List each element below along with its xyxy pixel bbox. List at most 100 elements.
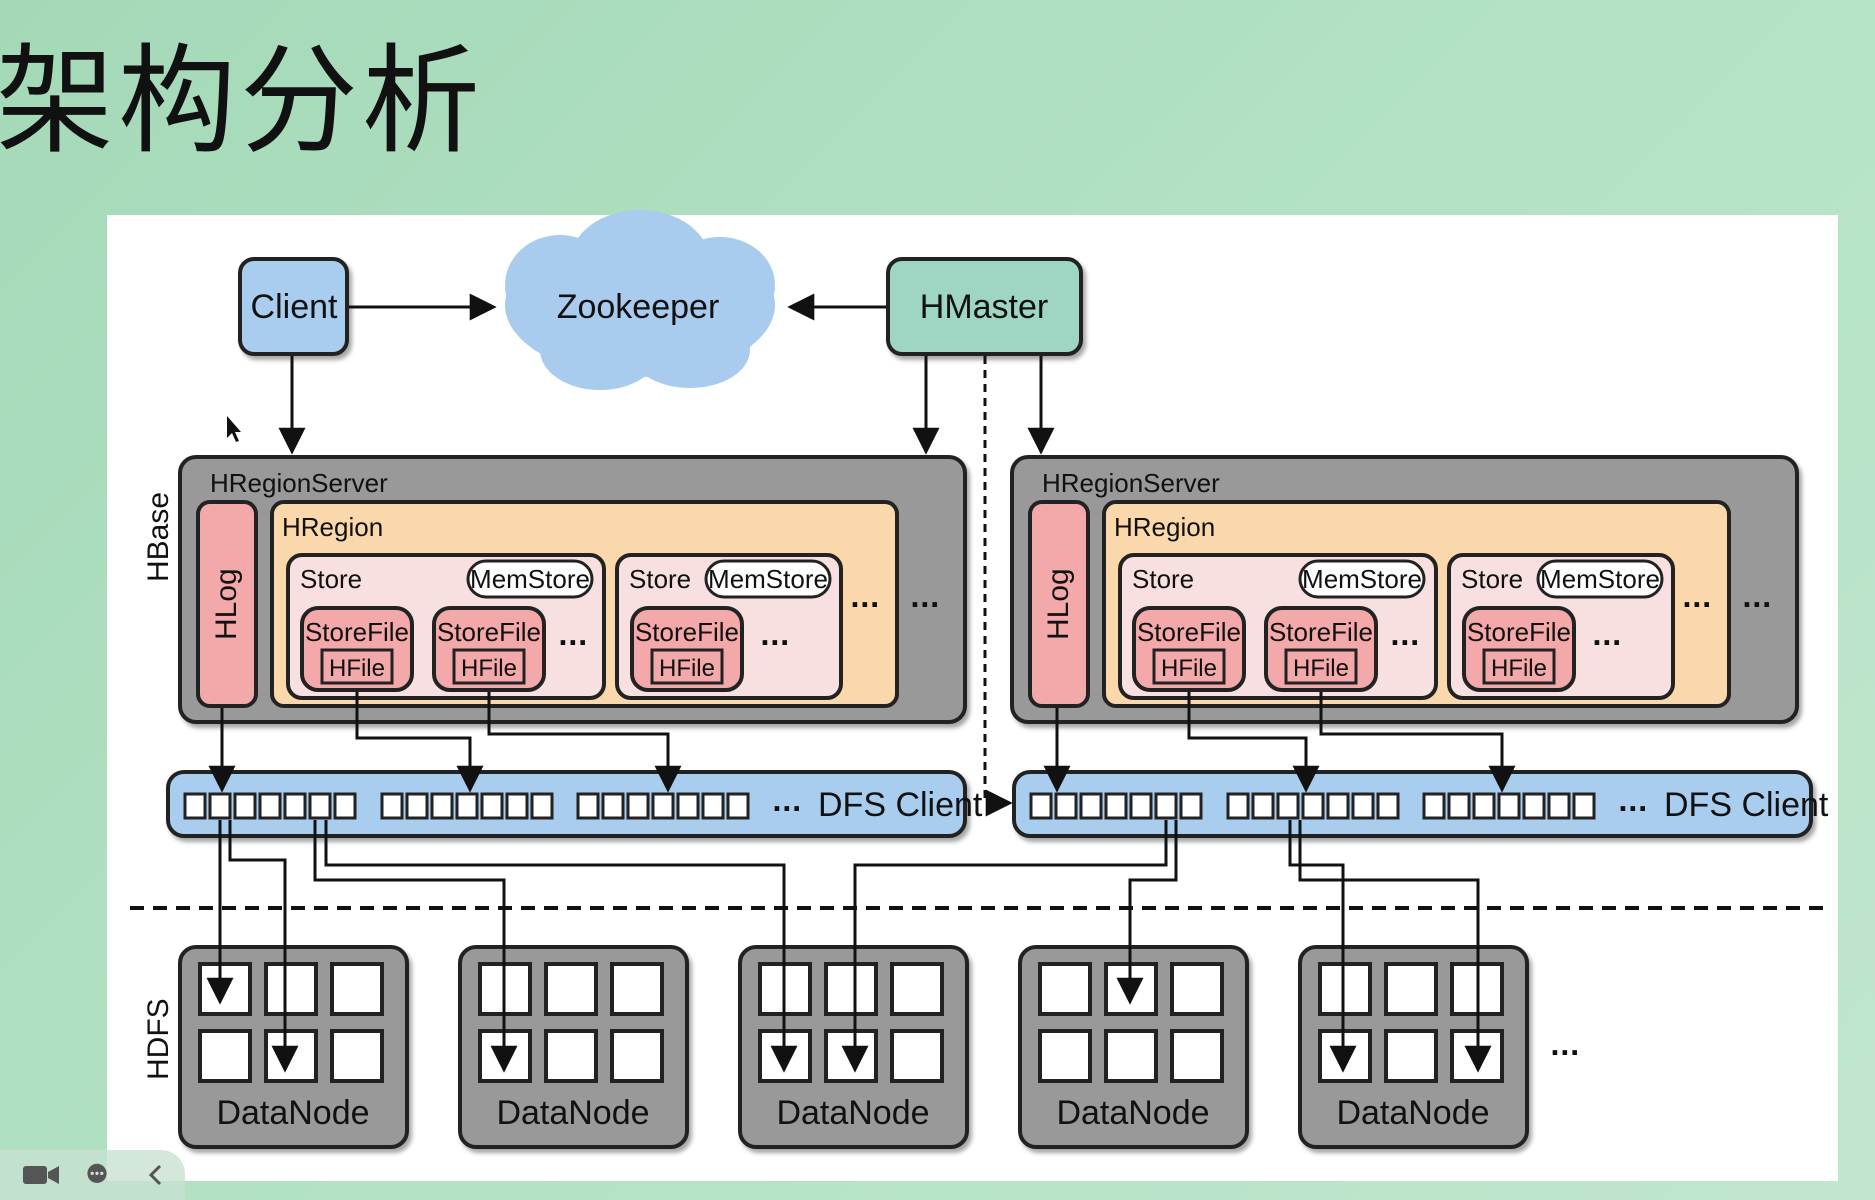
block-cell	[1384, 1029, 1438, 1083]
ellipsis: ...	[772, 788, 802, 818]
slide-title: 架构分析	[0, 32, 485, 170]
ellipsis: ...	[1742, 584, 1772, 614]
hlog-box[interactable]	[196, 500, 258, 708]
block-cell	[1376, 792, 1400, 820]
replication-arrows	[206, 820, 1492, 1073]
meeting-toolbar	[0, 1150, 185, 1200]
hfile-label: HFile	[461, 655, 517, 682]
store-label: Store	[629, 564, 691, 594]
memstore-label: MemStore	[708, 564, 828, 594]
hregionserver-2[interactable]: HRegionServer HLog HRegion Store MemStor…	[1010, 455, 1799, 724]
ellipsis: ...	[1592, 622, 1622, 652]
block-cell	[480, 792, 504, 820]
block-cell	[1351, 792, 1375, 820]
write-arrows	[208, 692, 1516, 793]
block-cell	[890, 962, 944, 1016]
block-cell	[1547, 792, 1571, 820]
hregion-label: HRegion	[282, 512, 383, 542]
block-cell	[544, 1029, 598, 1083]
datanode-label: DataNode	[496, 1094, 649, 1132]
block-cell	[1384, 962, 1438, 1016]
block-cell	[1326, 792, 1350, 820]
hregion-label: HRegion	[1114, 512, 1215, 542]
block-cell	[1038, 1029, 1092, 1083]
store-label: Store	[1132, 564, 1194, 594]
block-cell	[1038, 962, 1092, 1016]
block-cell	[1179, 792, 1203, 820]
block-cell	[183, 792, 207, 820]
block-cell	[1154, 792, 1178, 820]
dfs-block-cells	[183, 792, 750, 820]
chevron-left-icon[interactable]	[146, 1163, 164, 1187]
ellipsis: ...	[1390, 622, 1420, 652]
ellipsis: ...	[558, 622, 588, 652]
hfile-box[interactable]	[650, 648, 724, 685]
block-cell	[1318, 1029, 1372, 1083]
block-cell	[651, 792, 675, 820]
block-cell	[405, 792, 429, 820]
block-cell	[333, 792, 357, 820]
hfile-box[interactable]	[320, 648, 394, 685]
hfile-label: HFile	[329, 655, 385, 682]
client-box[interactable]	[238, 257, 349, 356]
memstore-pill[interactable]	[1298, 559, 1426, 599]
datanode-label: DataNode	[216, 1094, 369, 1132]
hregionserver-1[interactable]: HRegionServer HLog HRegion Store MemStor…	[178, 455, 967, 724]
hfile-box[interactable]	[1284, 648, 1358, 685]
block-cell	[258, 792, 282, 820]
hregionserver-label: HRegionServer	[210, 468, 388, 498]
block-cell	[1129, 792, 1153, 820]
block-cell	[1447, 792, 1471, 820]
block-cell	[505, 792, 529, 820]
block-cell	[1054, 792, 1078, 820]
block-cell	[380, 792, 404, 820]
block-cell	[264, 962, 318, 1016]
block-cell	[198, 1029, 252, 1083]
hfile-label: HFile	[1293, 655, 1349, 682]
dfs-client-label: DFS Client	[1664, 786, 1829, 824]
hmaster-label: HMaster	[920, 288, 1048, 326]
block-cell	[1251, 792, 1275, 820]
memstore-pill[interactable]	[1536, 559, 1664, 599]
dfs-client-1[interactable]: ... DFS Client	[166, 770, 983, 838]
block-cell	[1422, 792, 1446, 820]
block-cell	[701, 792, 725, 820]
hfile-label: HFile	[659, 655, 715, 682]
video-camera-icon[interactable]	[22, 1163, 60, 1187]
storefile-label: StoreFile	[305, 617, 409, 647]
dfs-client-2[interactable]: ... DFS Client	[1012, 770, 1829, 838]
memstore-pill[interactable]	[466, 559, 594, 599]
memstore-label: MemStore	[1302, 564, 1422, 594]
ellipsis: ...	[910, 584, 940, 614]
chat-bubble-icon[interactable]	[82, 1163, 112, 1187]
client-label: Client	[251, 288, 338, 326]
ellipsis: ...	[1550, 1032, 1580, 1062]
block-cell	[1226, 792, 1250, 820]
hlog-label: HLog	[1042, 568, 1075, 640]
block-cell	[264, 1029, 318, 1083]
hfile-box[interactable]	[1482, 648, 1556, 685]
hlog-label: HLog	[210, 568, 243, 640]
block-cell	[330, 1029, 384, 1083]
block-cell	[890, 1029, 944, 1083]
ellipsis: ...	[1618, 788, 1648, 818]
block-cell	[1276, 792, 1300, 820]
dfs-client-label: DFS Client	[818, 786, 983, 824]
storefile-label: StoreFile	[1467, 617, 1571, 647]
hlog-box[interactable]	[1028, 500, 1090, 708]
memstore-pill[interactable]	[704, 559, 832, 599]
hmaster-box[interactable]	[886, 257, 1083, 356]
hfile-box[interactable]	[1152, 648, 1226, 685]
hfile-box[interactable]	[452, 648, 526, 685]
zookeeper-cloud[interactable]	[505, 210, 775, 390]
block-cell	[1522, 792, 1546, 820]
store-label: Store	[300, 564, 362, 594]
block-cell	[544, 962, 598, 1016]
block-cell	[1079, 792, 1103, 820]
ellipsis: ...	[850, 584, 880, 614]
mouse-cursor-icon	[227, 416, 241, 442]
block-cell	[308, 792, 332, 820]
datanode-block-cells	[198, 962, 1504, 1083]
block-cell	[726, 792, 750, 820]
datanode-label: DataNode	[1056, 1094, 1209, 1132]
